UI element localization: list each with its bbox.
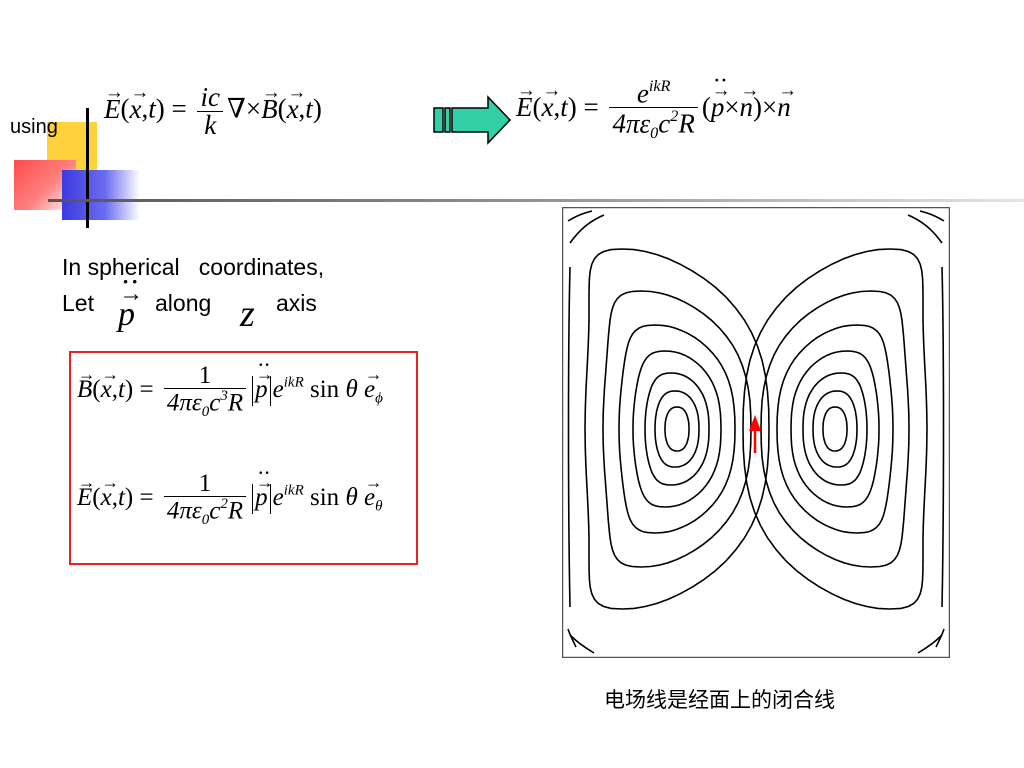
deco-vertical-line xyxy=(86,108,89,228)
spherical-coordinates-text: In spherical coordinates, xyxy=(62,254,325,280)
field-line-loop xyxy=(664,406,690,452)
outer-field-lines xyxy=(567,210,945,654)
magnetic-field-equation: B(x,t) = 14πε0c3RpeikR sin θ eϕ xyxy=(77,354,383,420)
using-label: using xyxy=(10,116,58,138)
field-line-loop xyxy=(618,324,736,534)
field-line-loop xyxy=(742,248,928,610)
let-label: Let xyxy=(62,290,94,316)
field-line-loop xyxy=(822,406,848,452)
field-lines-diagram xyxy=(562,207,950,658)
up-arrow-icon xyxy=(749,415,761,453)
deco-blue-square xyxy=(62,170,140,220)
field-line-loop xyxy=(802,372,868,486)
right-arrow-icon xyxy=(433,95,512,145)
field-lines-right-lobe xyxy=(742,248,928,610)
field-lines-left-lobe xyxy=(584,248,770,610)
diagram-caption: 电场线是经面上的闭合线 xyxy=(604,688,835,712)
along-label: along xyxy=(155,290,212,316)
field-line-loop xyxy=(602,290,752,568)
axis-label: axis xyxy=(276,290,317,316)
z-symbol: z xyxy=(240,293,255,335)
electric-field-equation: E(x,t) = 14πε0c2RpeikR sin θ eθ xyxy=(77,462,383,528)
field-line-loop xyxy=(790,350,880,508)
field-line-loop xyxy=(584,248,770,610)
field-line-loop xyxy=(654,390,700,468)
p-symbol: p xyxy=(118,265,143,334)
field-line-loop xyxy=(812,390,858,468)
header-rule xyxy=(48,199,1024,202)
field-line-loop xyxy=(644,372,710,486)
field-line-loop xyxy=(776,324,894,534)
field-line-loop xyxy=(632,350,722,508)
equation-curl-relation: E(x,t) = ick∇×B(x,t) xyxy=(104,84,322,139)
formula-box: B(x,t) = 14πε0c3RpeikR sin θ eϕ E(x,t) =… xyxy=(69,351,418,565)
decorative-logo xyxy=(0,90,150,230)
field-line-loop xyxy=(760,290,910,568)
